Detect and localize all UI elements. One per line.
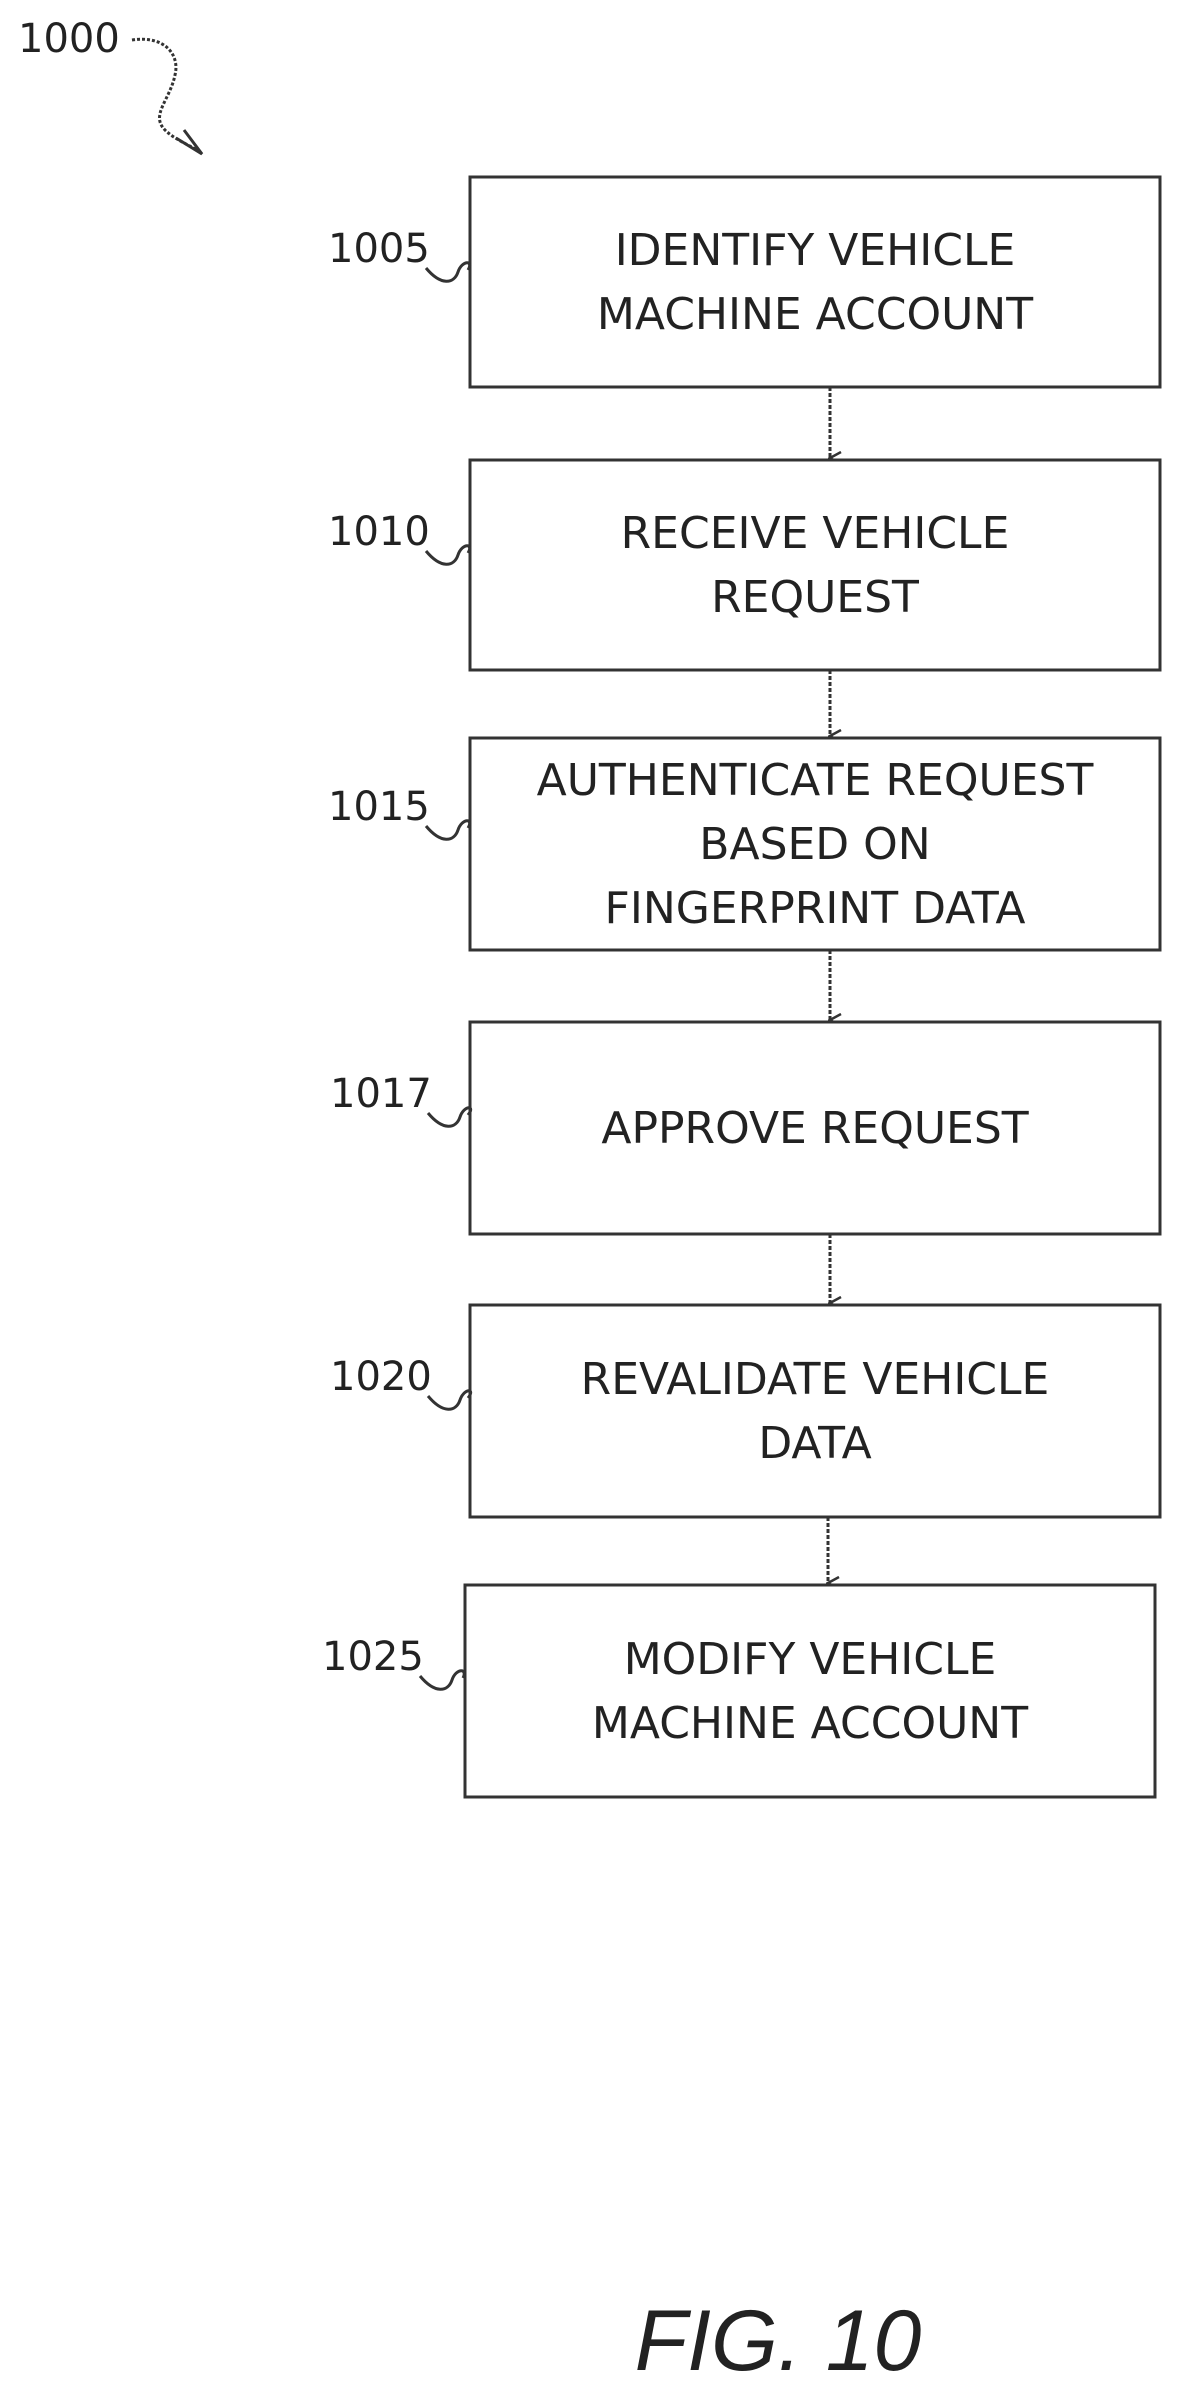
step-label-line: REQUEST (711, 572, 919, 623)
step-box (470, 177, 1160, 387)
step-label-line: REVALIDATE VEHICLE (581, 1354, 1050, 1405)
flow-step-1025: MODIFY VEHICLE MACHINE ACCOUNT 1025 (322, 1585, 1155, 1797)
step-reference-number: 1015 (328, 784, 430, 830)
step-label-line: AUTHENTICATE REQUEST (537, 755, 1094, 806)
figure-reference-number: 1000 (18, 16, 120, 62)
step-reference-number: 1005 (328, 226, 430, 272)
step-label-line: IDENTIFY VEHICLE (615, 225, 1016, 276)
flow-step-1010: RECEIVE VEHICLE REQUEST 1010 (328, 460, 1160, 670)
steps-layer: IDENTIFY VEHICLE MACHINE ACCOUNT 1005RECEI… (322, 177, 1160, 1797)
step-label-line: MACHINE ACCOUNT (592, 1698, 1028, 1749)
figure-reference-leader (132, 39, 200, 152)
step-label-line: DATA (758, 1418, 871, 1469)
step-reference-leader (426, 821, 470, 840)
flow-step-1020: REVALIDATE VEHICLE DATA 1020 (330, 1305, 1160, 1517)
step-reference-leader (428, 1108, 471, 1127)
step-label-line: BASED ON (699, 819, 930, 870)
flow-step-1005: IDENTIFY VEHICLE MACHINE ACCOUNT 1005 (328, 177, 1160, 387)
step-reference-leader (426, 546, 470, 565)
step-box (470, 460, 1160, 670)
step-reference-leader (426, 263, 470, 282)
step-label-line: MODIFY VEHICLE (624, 1634, 997, 1685)
figure-label: FIG. 10 (635, 2293, 922, 2386)
step-reference-number: 1020 (330, 1354, 432, 1400)
step-label-line: APPROVE REQUEST (601, 1103, 1028, 1154)
step-label-line: RECEIVE VEHICLE (621, 508, 1010, 559)
step-box (470, 1305, 1160, 1517)
flow-step-1015: AUTHENTICATE REQUEST BASED ON FINGERPRINT … (328, 738, 1160, 950)
step-label-line: MACHINE ACCOUNT (597, 289, 1033, 340)
figure-reference-arrowhead (176, 130, 202, 154)
step-reference-number: 1025 (322, 1634, 424, 1680)
step-box (465, 1585, 1155, 1797)
step-label-line: FINGERPRINT DATA (605, 883, 1026, 934)
step-reference-leader (420, 1671, 464, 1690)
flow-step-1017: APPROVE REQUEST 1017 (330, 1022, 1160, 1234)
step-reference-leader (428, 1391, 471, 1410)
step-reference-number: 1017 (330, 1071, 432, 1117)
step-reference-number: 1010 (328, 509, 430, 555)
